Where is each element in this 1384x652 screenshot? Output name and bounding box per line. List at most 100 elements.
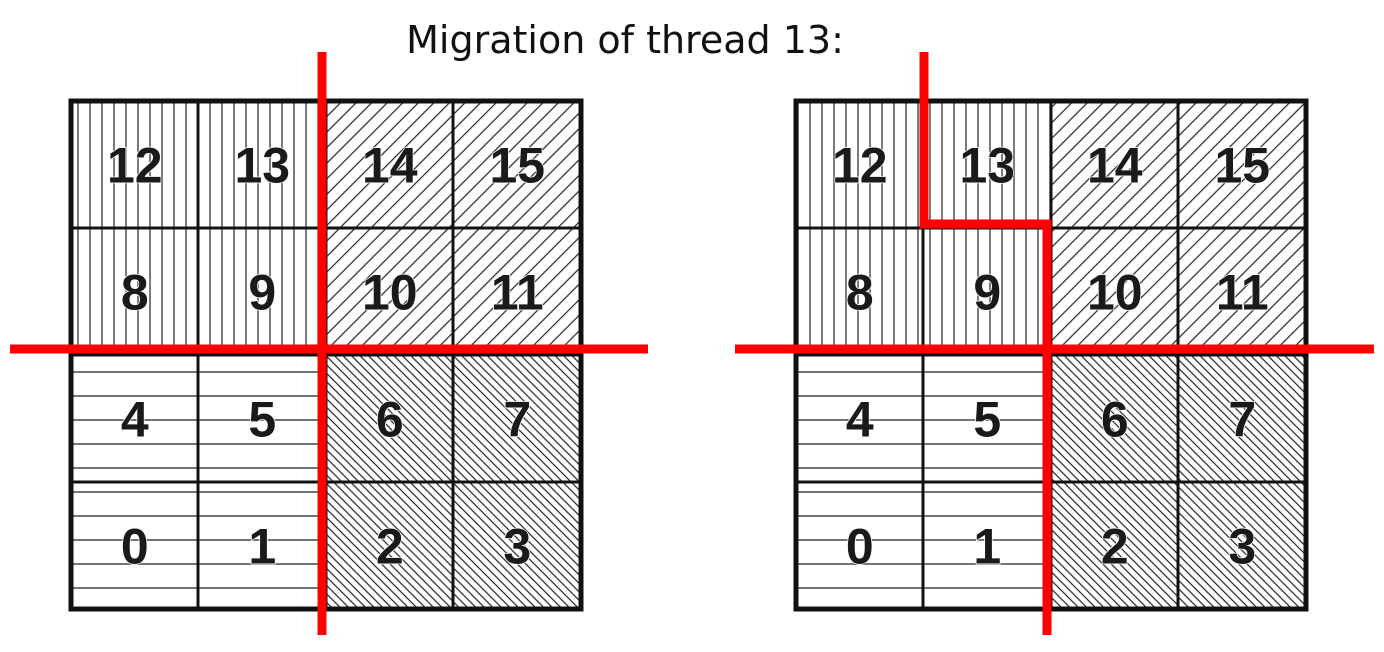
cell-hatch-diag-dense <box>1051 482 1179 609</box>
grid-cell-8: 8 <box>796 228 924 355</box>
cell-number: 9 <box>973 265 1001 321</box>
grid-cell-3: 3 <box>453 482 581 609</box>
cell-hatch-diag-dense <box>326 482 454 609</box>
cell-hatch-horizontal <box>198 355 326 482</box>
grid-cell-9: 9 <box>198 228 326 355</box>
grid-cell-3: 3 <box>1178 482 1306 609</box>
grid-cell-4: 4 <box>796 355 924 482</box>
grid-cell-5: 5 <box>198 355 326 482</box>
cell-hatch-diag-sparse <box>1051 101 1179 228</box>
grid-cell-7: 7 <box>1178 355 1306 482</box>
grid-cell-7: 7 <box>453 355 581 482</box>
cell-number: 5 <box>248 392 276 448</box>
cell-hatch-horizontal <box>796 482 924 609</box>
cell-number: 0 <box>846 519 874 575</box>
grid-cell-15: 15 <box>1178 101 1306 228</box>
cell-hatch-diag-dense <box>453 482 581 609</box>
grid-cell-11: 11 <box>1178 228 1306 355</box>
cell-hatch-diag-sparse <box>453 228 581 355</box>
grid-cell-10: 10 <box>1051 228 1179 355</box>
cell-number: 13 <box>234 138 290 194</box>
cell-number: 8 <box>846 265 874 321</box>
cell-hatch-diag-dense <box>1178 355 1306 482</box>
cell-hatch-vertical <box>198 228 326 355</box>
cell-number: 9 <box>248 265 276 321</box>
cell-number: 2 <box>376 519 404 575</box>
grid-cell-14: 14 <box>1051 101 1179 228</box>
cell-hatch-horizontal <box>923 482 1051 609</box>
cell-hatch-diag-dense <box>453 355 581 482</box>
cell-hatch-diag-sparse <box>326 228 454 355</box>
cell-number: 13 <box>959 138 1015 194</box>
grid-cell-6: 6 <box>326 355 454 482</box>
cell-number: 8 <box>121 265 149 321</box>
cell-hatch-horizontal <box>796 355 924 482</box>
cell-number: 15 <box>489 138 545 194</box>
cell-hatch-vertical <box>198 101 326 228</box>
cell-number: 3 <box>1228 519 1256 575</box>
cell-number: 3 <box>503 519 531 575</box>
cell-number: 10 <box>1087 265 1143 321</box>
cell-hatch-vertical <box>923 228 1051 355</box>
partition-lines-after <box>735 52 1374 635</box>
cell-number: 7 <box>503 392 531 448</box>
cell-hatch-vertical <box>796 228 924 355</box>
grid-cell-13: 13 <box>923 101 1051 228</box>
cell-number: 6 <box>376 392 404 448</box>
cell-hatch-diag-sparse <box>1178 228 1306 355</box>
cell-number: 15 <box>1214 138 1270 194</box>
grid-cell-14: 14 <box>326 101 454 228</box>
cell-hatch-vertical <box>71 101 199 228</box>
cell-hatch-diag-dense <box>1178 482 1306 609</box>
grid-cell-4: 4 <box>71 355 199 482</box>
cell-number: 6 <box>1101 392 1129 448</box>
cell-hatch-vertical <box>71 228 199 355</box>
diagram-title: Migration of thread 13: <box>406 18 844 62</box>
cell-hatch-diag-sparse <box>453 101 581 228</box>
grid-cell-12: 12 <box>796 101 924 228</box>
cell-hatch-vertical <box>796 101 924 228</box>
cell-hatch-horizontal <box>198 482 326 609</box>
cell-number: 0 <box>121 519 149 575</box>
cell-number: 4 <box>846 392 874 448</box>
cell-number: 12 <box>832 138 888 194</box>
cell-number: 14 <box>1087 138 1143 194</box>
grid-cell-2: 2 <box>326 482 454 609</box>
cell-number: 11 <box>1216 265 1269 321</box>
grid-cell-15: 15 <box>453 101 581 228</box>
cell-hatch-diag-sparse <box>326 101 454 228</box>
cell-hatch-diag-sparse <box>1051 228 1179 355</box>
cell-hatch-diag-dense <box>326 355 454 482</box>
partition-lines-before <box>10 52 648 635</box>
grid-cell-5: 5 <box>923 355 1051 482</box>
cell-number: 7 <box>1228 392 1256 448</box>
grid-cell-10: 10 <box>326 228 454 355</box>
cell-hatch-horizontal <box>71 482 199 609</box>
cell-number: 10 <box>362 265 418 321</box>
grid-cell-8: 8 <box>71 228 199 355</box>
cell-hatch-diag-sparse <box>1178 101 1306 228</box>
grid-cell-9: 9 <box>923 228 1051 355</box>
cell-hatch-horizontal <box>923 355 1051 482</box>
grid-cell-12: 12 <box>71 101 199 228</box>
grid-cell-6: 6 <box>1051 355 1179 482</box>
cell-number: 1 <box>248 519 276 575</box>
grid-cell-13: 13 <box>198 101 326 228</box>
partition-stepped-after <box>919 52 1052 635</box>
cell-number: 12 <box>107 138 163 194</box>
cell-number: 4 <box>121 392 149 448</box>
cell-hatch-horizontal <box>71 355 199 482</box>
grid-cell-0: 0 <box>796 482 924 609</box>
cell-number: 5 <box>973 392 1001 448</box>
cell-number: 1 <box>973 519 1001 575</box>
cell-number: 11 <box>491 265 544 321</box>
cell-hatch-vertical <box>923 101 1051 228</box>
cell-hatch-diag-dense <box>1051 355 1179 482</box>
grid-cell-1: 1 <box>923 482 1051 609</box>
cell-number: 14 <box>362 138 418 194</box>
grid-cell-1: 1 <box>198 482 326 609</box>
grid-cell-2: 2 <box>1051 482 1179 609</box>
